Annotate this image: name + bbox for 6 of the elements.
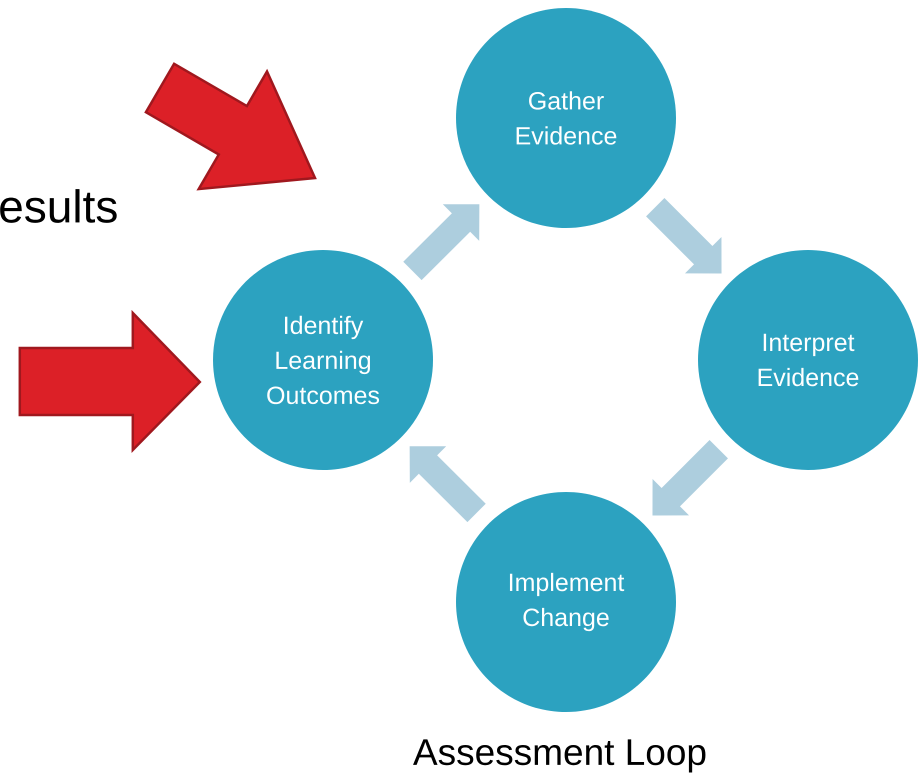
- partial-word: esults: [0, 189, 117, 223]
- arrow: [646, 198, 722, 274]
- arrow: [18, 310, 202, 454]
- arrow: [403, 204, 480, 280]
- caption: Assessment Loop: [413, 739, 706, 773]
- arrow: [410, 446, 486, 522]
